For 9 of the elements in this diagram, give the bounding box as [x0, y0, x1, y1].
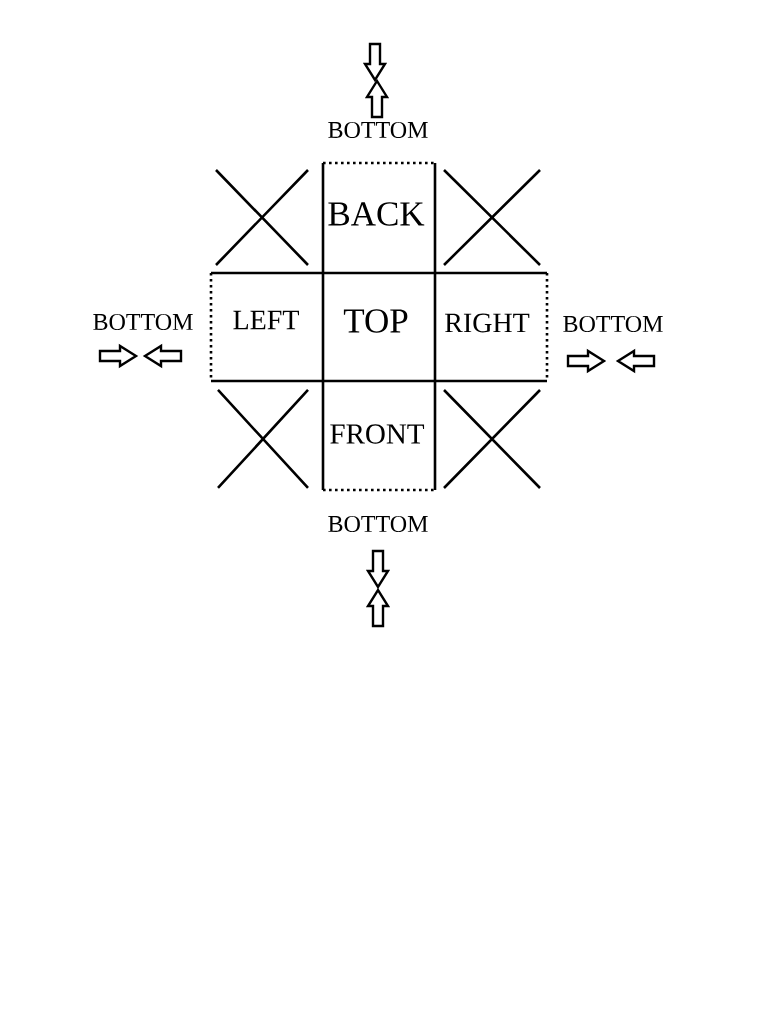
side-label: BOTTOM: [328, 121, 428, 139]
face-label: TOP: [343, 309, 408, 333]
side-label: BOTTOM: [328, 515, 428, 533]
face-label: FRONT: [330, 424, 425, 444]
side-label: BOTTOM: [93, 313, 193, 331]
side-label: BOTTOM: [563, 315, 663, 333]
face-label: LEFT: [233, 310, 299, 330]
face-label: RIGHT: [445, 313, 530, 333]
face-label: BACK: [328, 202, 425, 226]
